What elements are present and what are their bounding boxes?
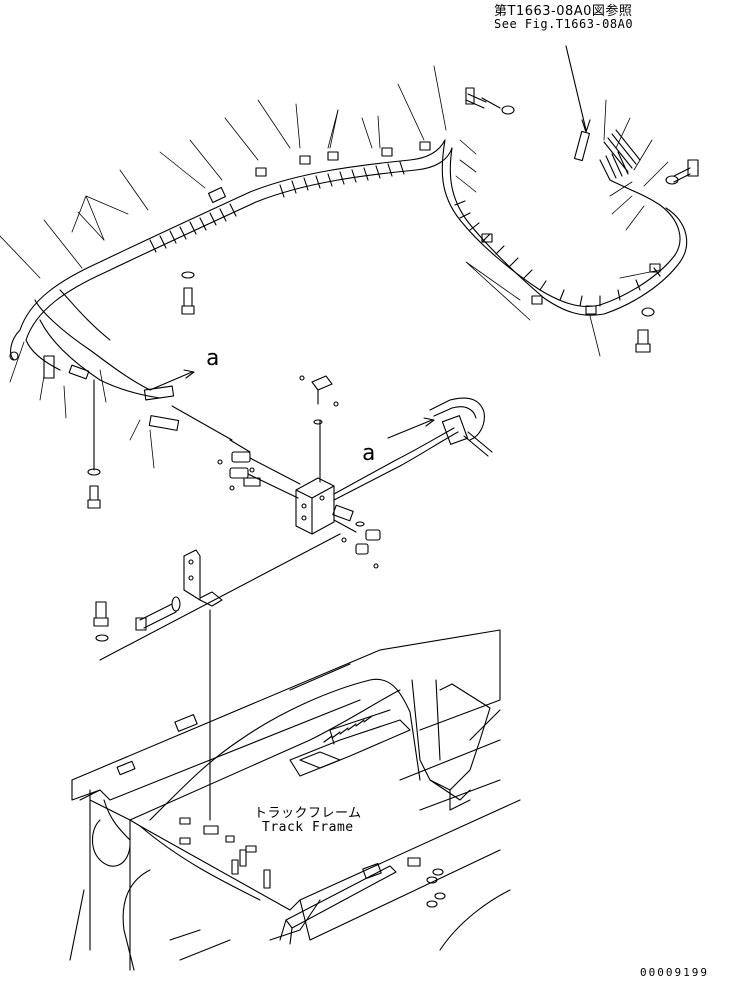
upper-right-fasteners xyxy=(465,87,699,353)
view-marker-left: a xyxy=(206,346,220,371)
frame-label-jp: トラックフレーム xyxy=(254,806,362,821)
bracket-assembly xyxy=(93,533,341,821)
frame-label-en: Track Frame xyxy=(262,820,354,835)
upper-left-fasteners xyxy=(87,271,195,509)
reference-note-en: See Fig.T1663-08A0 xyxy=(494,17,634,31)
reference-note-jp: 第T1663-08A0図参照 xyxy=(494,4,633,19)
track-frame xyxy=(69,629,521,971)
leader-lines xyxy=(0,65,669,469)
manifold-assembly xyxy=(149,369,493,569)
view-marker-right: a xyxy=(362,441,376,466)
reference-arrow xyxy=(565,45,641,173)
drawing-number: 00009199 xyxy=(640,966,709,979)
main-harness xyxy=(9,139,688,431)
